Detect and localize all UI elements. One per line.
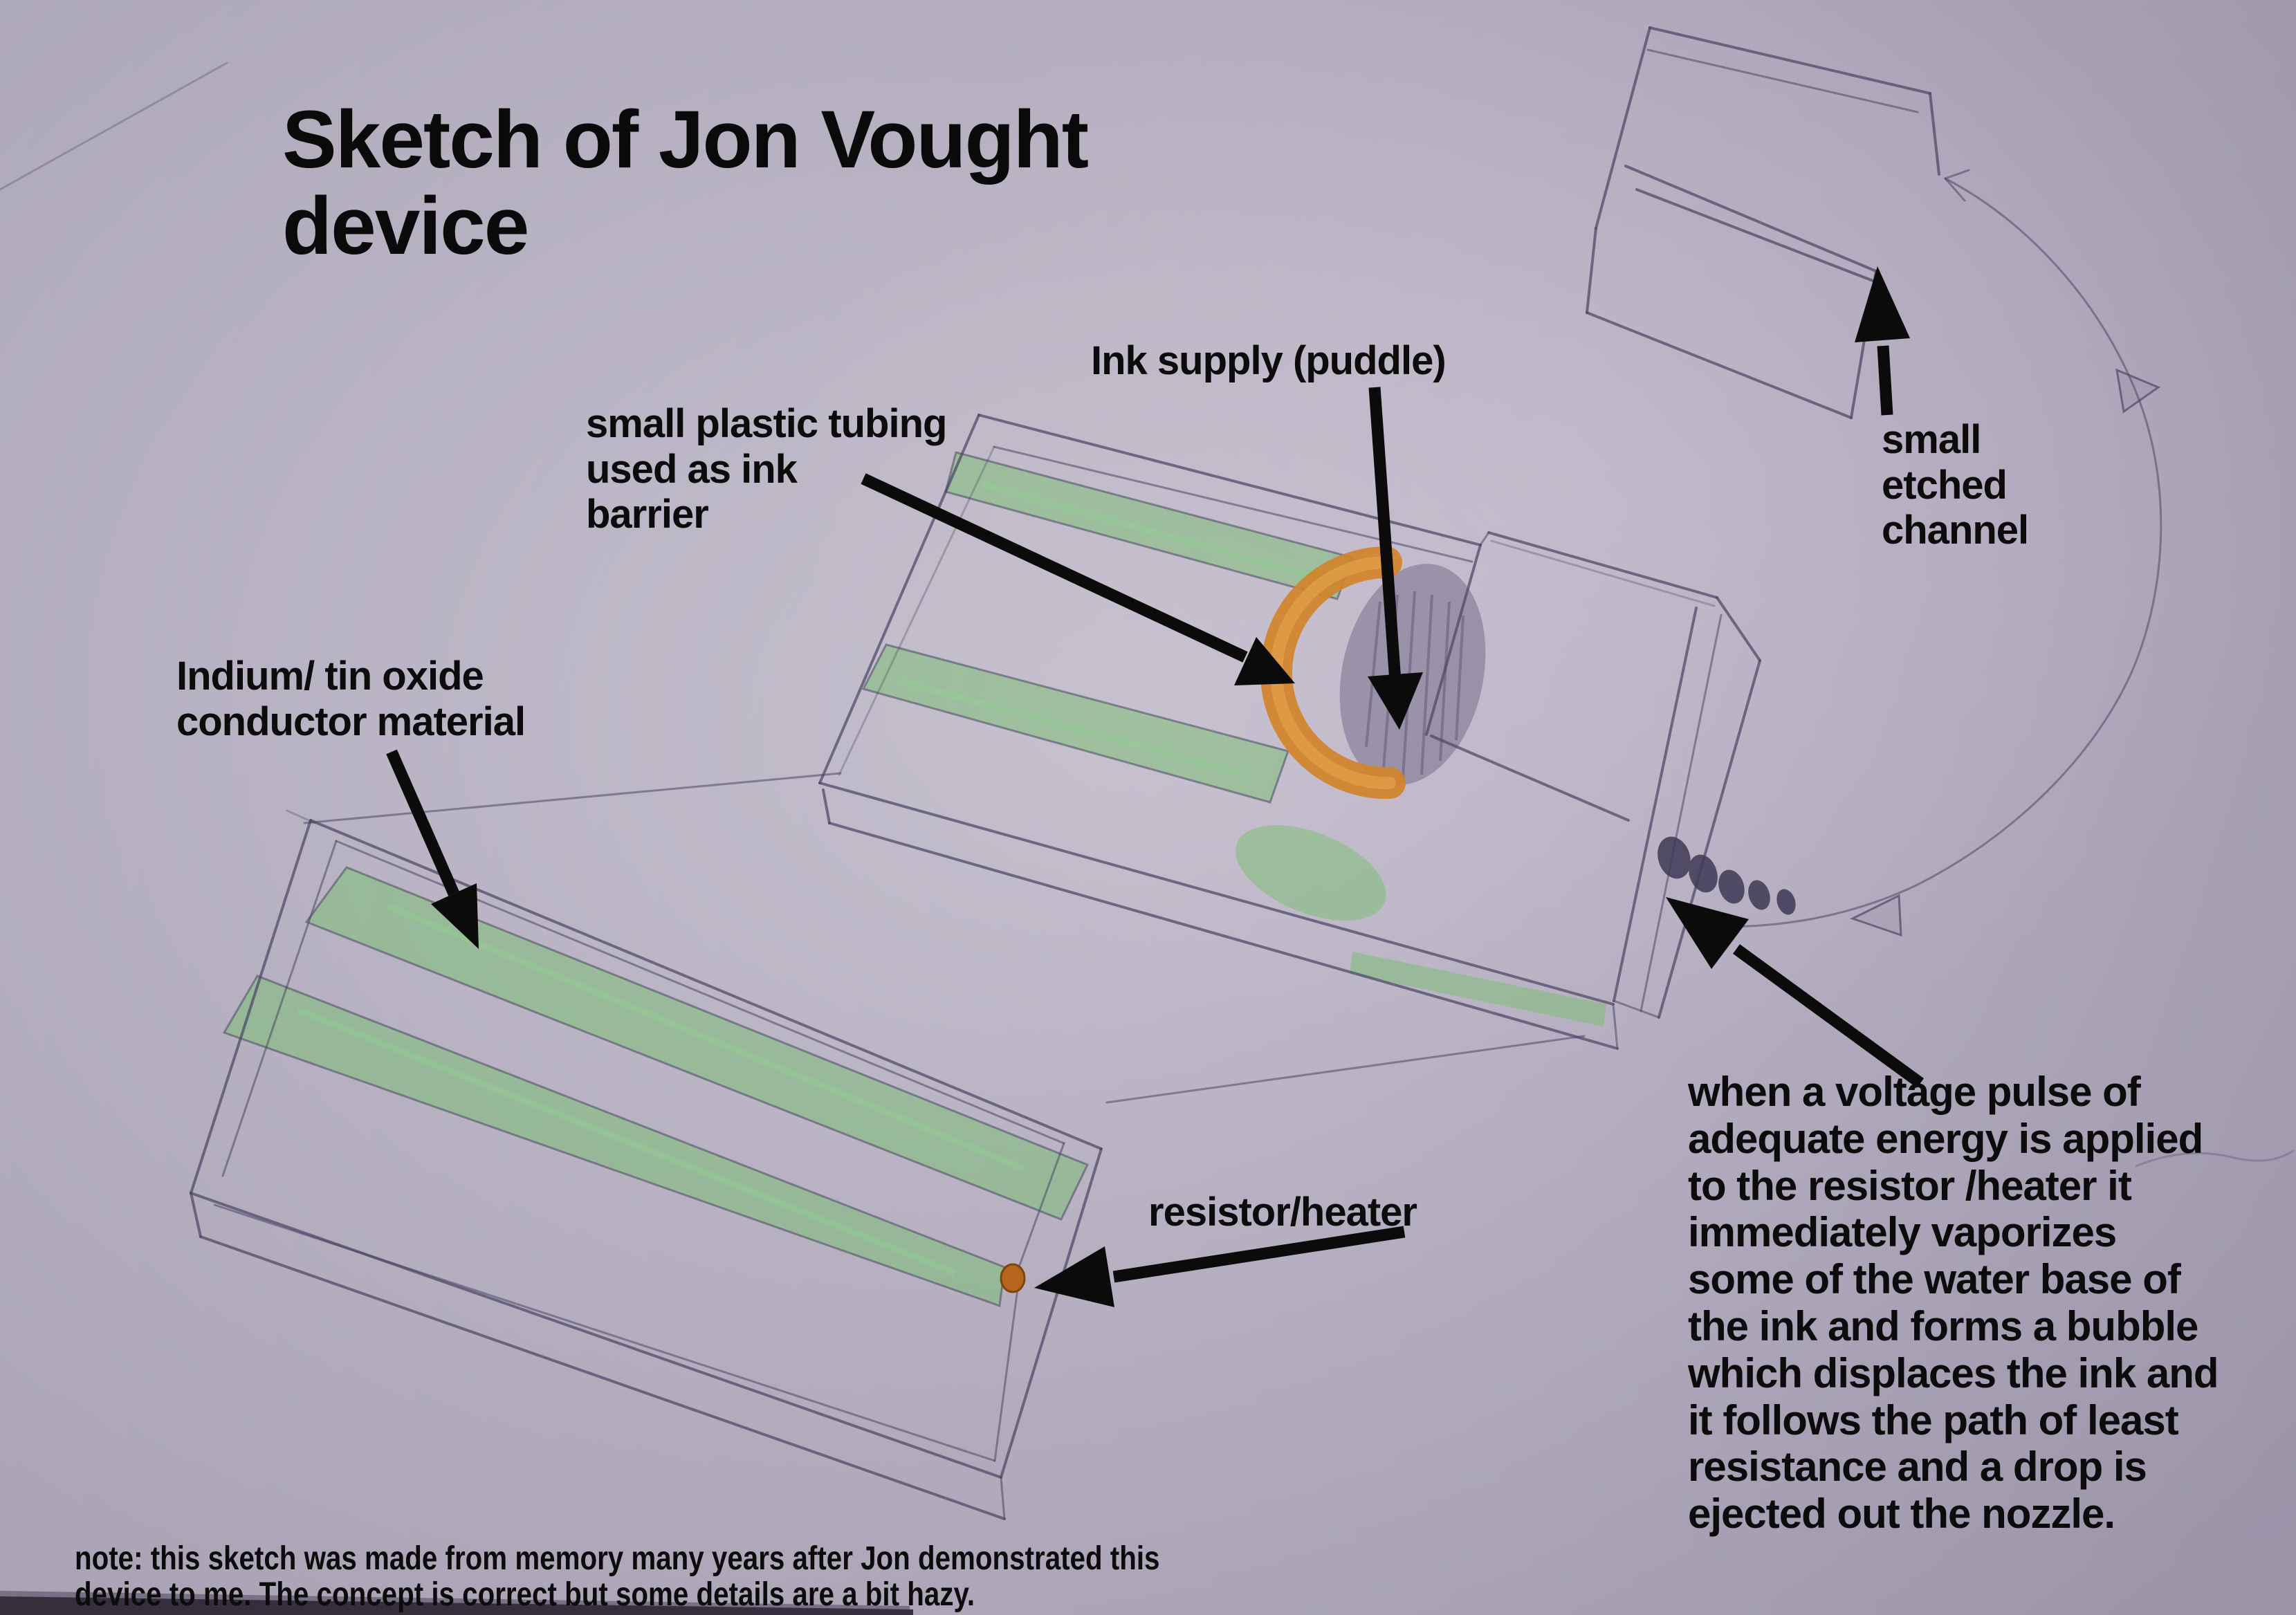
label-voltage-description: when a voltage pulse of adequate energy … — [1688, 1069, 2219, 1538]
slab-thickness-right — [1612, 1003, 1619, 1050]
cap-top-edge — [1487, 531, 1718, 599]
crayon-streak — [386, 903, 1025, 1172]
etched-groove-line-2 — [1635, 188, 1882, 285]
block-right-edge — [1929, 92, 1940, 176]
trajectory-arrowhead-icon — [1850, 894, 1902, 937]
plate-right-edge — [1000, 1147, 1103, 1479]
block-bottom-edge — [1586, 311, 1853, 419]
nozzle-face-bottom — [1613, 999, 1660, 1019]
conductor-strip-lower-outline — [222, 975, 1006, 1308]
strip-converge-line-bottom — [993, 1282, 1020, 1462]
conductor-arrow-icon — [386, 749, 479, 949]
crayon-streak — [898, 678, 1247, 778]
crayon-streak — [296, 1006, 956, 1276]
annotation-arrows — [386, 266, 1925, 1307]
puddle-hatch — [1420, 594, 1433, 775]
label-conductor: Indium/ tin oxide conductor material — [176, 654, 526, 744]
etched-channel-arrow-icon — [1855, 266, 1910, 416]
conductor-strip-upper-outline — [304, 866, 1090, 1221]
plate-inner-left-edge — [221, 840, 338, 1177]
nozzle-face-left-edge — [1613, 607, 1698, 1002]
paper-crease-line — [0, 62, 228, 191]
label-plastic-tubing: small plastic tubing used as ink barrier — [586, 401, 947, 537]
puddle-hatch — [1365, 601, 1381, 748]
exploded-view-leader-line-2 — [1105, 1035, 1586, 1104]
tubing-arrow-icon — [861, 473, 1295, 685]
slab-thickness-bottom — [828, 822, 1619, 1050]
plate-thickness-left — [190, 1192, 202, 1238]
slab-bottom-edge — [818, 782, 1615, 1006]
nozzle-face-right-edge — [1657, 659, 1761, 1019]
trajectory-arc — [1692, 177, 2162, 928]
etched-groove-line-1 — [1624, 165, 1877, 273]
ito-strip-lower — [863, 645, 1288, 802]
cap-block — [1425, 531, 1761, 1019]
ink-drop — [1718, 869, 1745, 904]
nozzle-drops — [1657, 836, 1796, 915]
drop-trajectory — [1692, 169, 2162, 937]
trajectory-chevron-icon — [1944, 169, 1970, 180]
conductor-strip-lower — [224, 976, 1004, 1306]
puddle-hatch — [1455, 615, 1464, 741]
crayon-streak — [981, 481, 1316, 581]
cap-left-edge — [1425, 544, 1482, 736]
slab-left-inner-edge — [838, 445, 995, 776]
trajectory-arrowhead-icon — [2115, 368, 2161, 414]
assembled-device — [818, 414, 1796, 1050]
ink-supply-arrow-icon — [1368, 387, 1423, 730]
exploded-view-leader-line-1 — [303, 772, 842, 824]
nozzle-face-mid-edge — [1640, 613, 1723, 1013]
ito-strip-upper — [946, 452, 1352, 599]
label-resistor: resistor/heater — [1148, 1190, 1417, 1235]
block-left-edge — [1595, 26, 1651, 230]
page-title: Sketch of Jon Vought device — [282, 94, 1089, 273]
label-etched-channel: small etched channel — [1882, 417, 2029, 553]
ink-drop — [1689, 854, 1718, 893]
slab-top-edge — [977, 414, 1482, 546]
ink-drop — [1776, 889, 1796, 915]
slab-left-edge — [818, 414, 980, 784]
footnote: note: this sketch was made from memory m… — [75, 1540, 1160, 1614]
paper-artifacts — [0, 62, 2295, 1615]
block-top-inner-edge — [1646, 48, 1919, 113]
front-face-green-sliver — [1350, 952, 1606, 1026]
cap-front-bottom-edge — [1430, 735, 1630, 822]
plate-left-edge — [190, 819, 312, 1194]
ito-strip-upper-outline — [944, 451, 1354, 600]
plate-inner-bottom-edge — [213, 1203, 996, 1462]
resistor-arrow-icon — [1034, 1226, 1406, 1307]
slab-top-inner-edge — [993, 445, 1473, 563]
cap-corner-join — [1479, 531, 1490, 546]
conductor-plate — [190, 809, 1103, 1520]
puddle-hatch — [1439, 601, 1451, 762]
slab-thickness-left — [822, 788, 831, 824]
ink-drop — [1748, 880, 1770, 910]
green-patch-below-arc — [1236, 825, 1386, 921]
plate-thickness-bottom — [199, 1235, 1006, 1520]
paper-edge-shadow — [0, 1596, 913, 1615]
stray-pencil-mark — [2135, 1150, 2295, 1168]
voltage-arrow-icon — [1666, 897, 1925, 1088]
label-ink-supply: Ink supply (puddle) — [1091, 338, 1447, 383]
conductor-strip-upper — [306, 867, 1087, 1219]
plate-thickness-right — [1000, 1476, 1006, 1520]
ito-strip-lower-outline — [861, 643, 1289, 804]
block-top-edge — [1648, 26, 1931, 95]
strip-converge-line-top — [1016, 1142, 1065, 1274]
block-left-lower-edge — [1586, 227, 1597, 314]
paper-edge-shadow-soft — [0, 1591, 910, 1612]
ink-drop — [1657, 836, 1691, 879]
cap-top-edge-sketch — [1490, 539, 1716, 607]
trajectory-chevron-icon — [1944, 177, 1966, 202]
resistor-dot — [1000, 1263, 1026, 1293]
cap-right-edge — [1716, 596, 1761, 662]
